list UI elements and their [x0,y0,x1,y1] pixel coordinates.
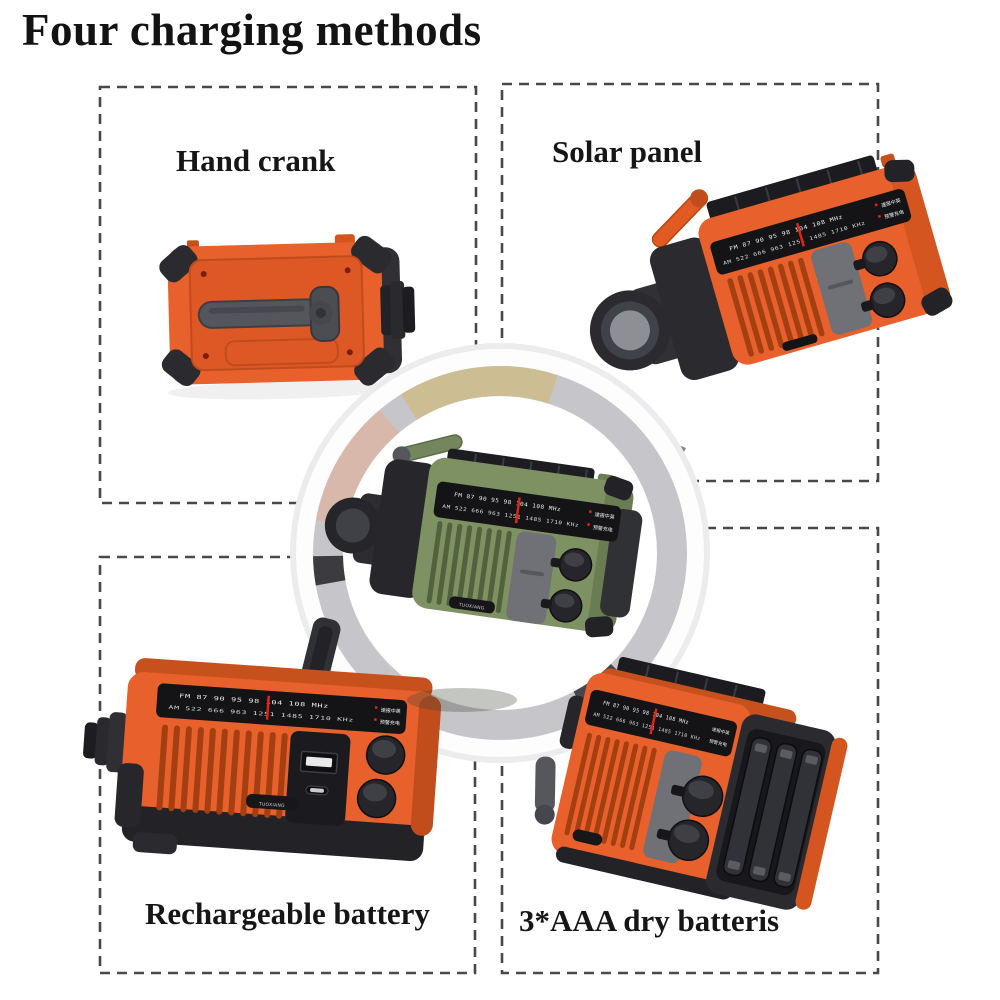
dial-needle [514,497,521,524]
corner-bumpers [884,159,953,316]
dial-dot [588,510,592,514]
dry-battery-label: 3*AAA dry batteris [519,903,780,938]
dial-mode-bottom: 预警充电 [884,208,905,220]
dial-dot [587,523,590,526]
hand-crank-label: Hand crank [176,143,336,178]
dial-dot [877,214,882,218]
end-cap [890,165,951,309]
page-title: Four charging methods [22,5,482,55]
dial-am-scale: AM 522 666 963 1251 1485 1710 KHz [442,504,579,529]
rechargeable-battery-label: Rechargeable battery [145,896,430,931]
dial-mode-top: 速报中英 [880,197,901,209]
panel-dry-battery: 3*AAA dry batteris [502,528,878,973]
dial-mode-top: 速报中英 [594,511,615,521]
solar-panel-label: Solar panel [552,134,703,169]
top-button [880,153,896,168]
panel-hand-crank: Hand crank [100,87,476,503]
panel-rechargeable-battery: Rechargeable battery [100,557,475,973]
panel-solar-panel: Solar panel [502,84,878,481]
